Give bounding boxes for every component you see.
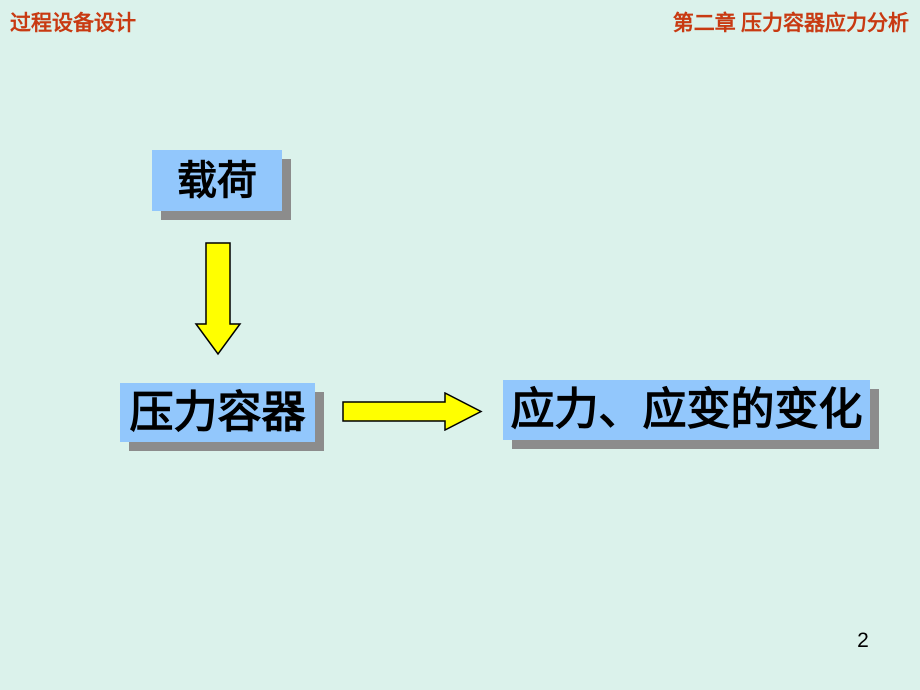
node-stress-strain-change: 应力、应变的变化: [503, 380, 870, 440]
page-number: 2: [857, 629, 869, 652]
node-pressure-vessel-label: 压力容器: [129, 387, 306, 437]
header-chapter-title: 第二章 压力容器应力分析: [672, 11, 909, 35]
arrow-down-icon: [194, 242, 242, 356]
node-load-label: 载荷: [177, 157, 257, 203]
node-load: 载荷: [152, 150, 282, 211]
header-course-title: 过程设备设计: [10, 11, 136, 35]
node-pressure-vessel: 压力容器: [120, 383, 315, 442]
node-stress-strain-change-label: 应力、应变的变化: [510, 385, 863, 434]
arrow-right-icon: [342, 392, 483, 431]
